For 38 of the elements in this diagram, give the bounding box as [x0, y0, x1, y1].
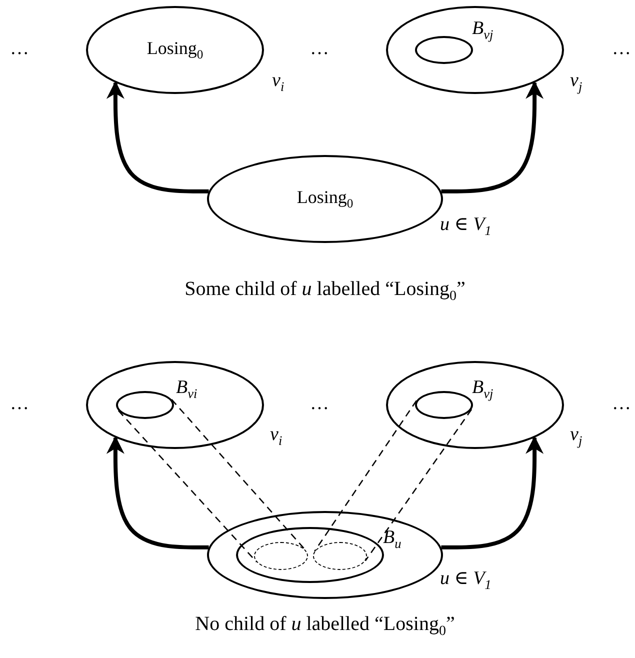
node-caption: u ∈ V$_{1}$: [440, 567, 492, 593]
node-caption: v$_{i}$: [272, 70, 284, 95]
ellipsis: …: [612, 38, 631, 60]
arrow: [441, 80, 544, 194]
arrow: [106, 436, 209, 550]
node-label: Losing$_{0}$: [296, 186, 354, 212]
caption: No child of u labelled “Losing$_{0}$”: [195, 613, 455, 640]
node-caption: v$_{i}$: [270, 424, 282, 449]
ellipsis: …: [10, 393, 29, 415]
ellipsis: …: [310, 393, 329, 415]
dashed-line: [314, 400, 418, 552]
inner-ellipse: [415, 36, 473, 64]
ellipsis: …: [310, 38, 329, 60]
arrow: [106, 80, 209, 194]
vertex-ellipse: [207, 511, 443, 599]
arrow: [441, 436, 544, 550]
vertex-ellipse: [86, 361, 264, 449]
ellipsis: …: [612, 393, 631, 415]
node-caption: v$_{j}$: [570, 70, 582, 95]
inner-ellipse: [116, 391, 174, 419]
node-caption: u ∈ V$_{1}$: [440, 213, 492, 239]
dashed-ellipse: [313, 542, 367, 570]
vertex-ellipse: [386, 6, 564, 94]
node-caption: v$_{j}$: [570, 424, 582, 449]
caption: Some child of u labelled “Losing$_{0}$”: [184, 278, 466, 305]
ellipsis: …: [10, 38, 29, 60]
vertex-ellipse: [207, 155, 443, 243]
inner-ellipse: [415, 391, 473, 419]
node-caption: B$_{vi}$: [176, 377, 198, 402]
node-caption: B$_{vj}$: [472, 18, 494, 43]
node-caption: B$_{u}$: [383, 527, 402, 552]
vertex-ellipse: [86, 6, 264, 94]
inner-ellipse: [236, 527, 384, 583]
node-label: Losing$_{0}$: [146, 38, 204, 62]
vertex-ellipse: [386, 361, 564, 449]
node-caption: B$_{vj}$: [472, 377, 494, 402]
dashed-line: [171, 398, 306, 550]
dashed-ellipse: [254, 542, 308, 570]
